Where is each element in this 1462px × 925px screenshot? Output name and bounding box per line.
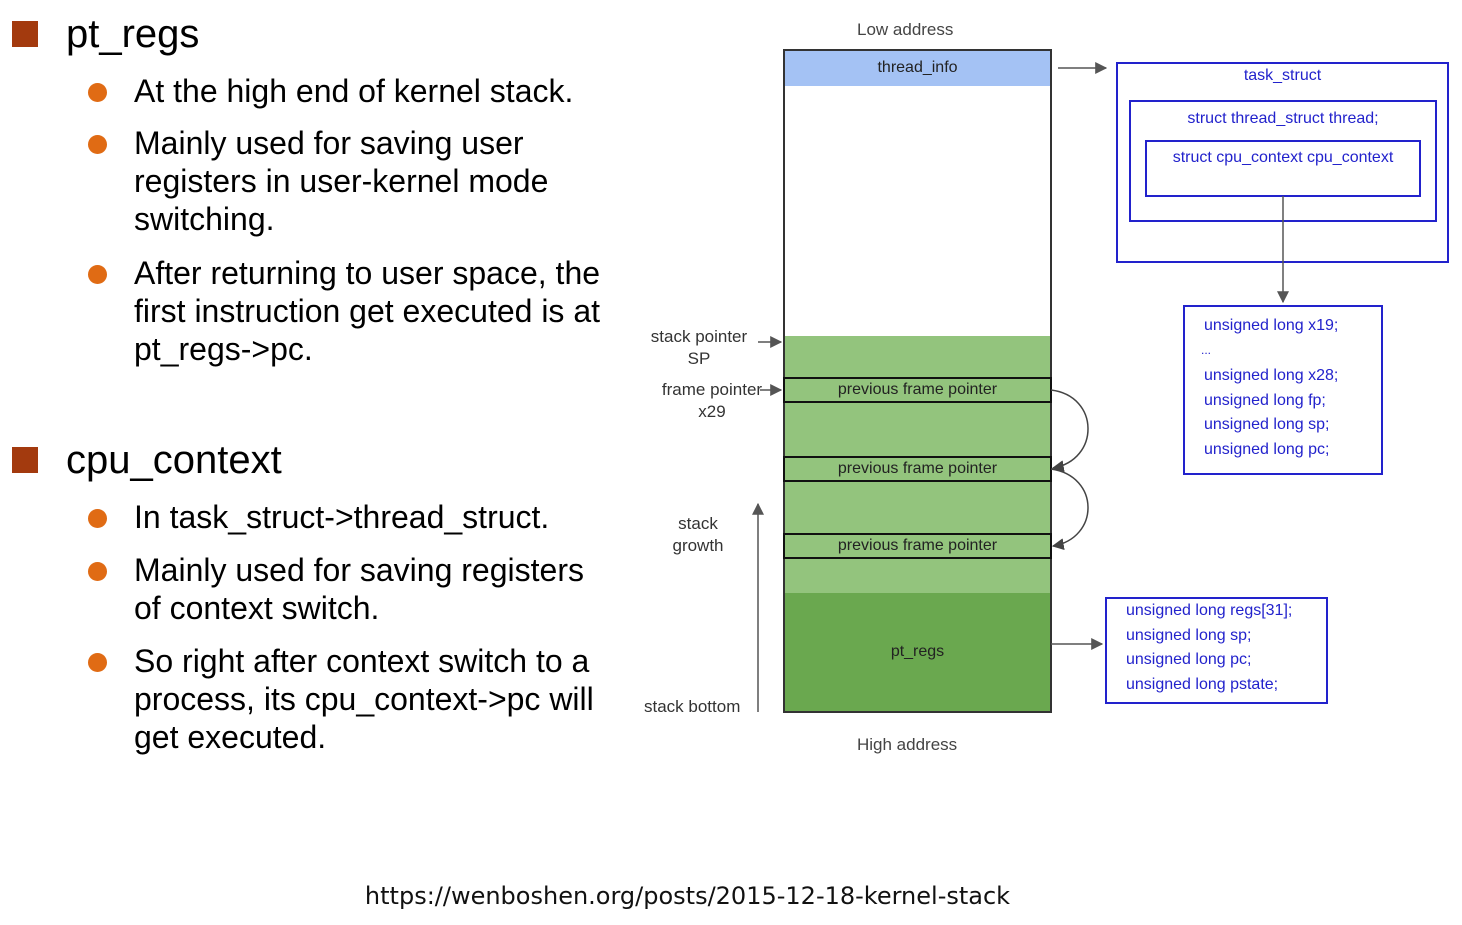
cpu-context-reg: unsigned long x28; bbox=[1204, 367, 1339, 384]
frame-label: previous frame pointer bbox=[837, 381, 998, 398]
pt-regs-fields-box bbox=[1105, 597, 1328, 704]
low-address-label: Low address bbox=[857, 20, 954, 39]
section-square-icon bbox=[12, 21, 38, 47]
frame-label: previous frame pointer bbox=[837, 460, 998, 477]
pt-regs-block bbox=[784, 593, 1051, 712]
source-url: https://wenboshen.org/posts/2015-12-18-k… bbox=[364, 882, 1011, 910]
stack-bottom-label: stack bottom bbox=[644, 697, 741, 716]
thread-info-label: thread_info bbox=[877, 59, 958, 76]
section-title: cpu_context bbox=[66, 438, 282, 482]
bullet-dot-icon bbox=[88, 509, 107, 528]
bullet-text: At the high end of kernel stack. bbox=[134, 73, 574, 109]
bullet-text: Mainly used for saving registers of cont… bbox=[134, 552, 584, 626]
stack-pointer-label: stack pointer SP bbox=[650, 327, 748, 368]
high-address-label: High address bbox=[857, 735, 958, 754]
cpu-context-reg: ... bbox=[1201, 343, 1212, 357]
cpu-context-reg: unsigned long sp; bbox=[1204, 416, 1330, 433]
pt-regs-field: unsigned long sp; bbox=[1126, 627, 1252, 644]
section-title: pt_regs bbox=[66, 12, 200, 56]
bullet-dot-icon bbox=[88, 135, 107, 154]
pt-regs-field: unsigned long regs[31]; bbox=[1126, 602, 1293, 619]
thread-struct-label: struct thread_struct thread; bbox=[1187, 110, 1379, 127]
cpu-context-reg: unsigned long pc; bbox=[1204, 441, 1330, 458]
bullet-dot-icon bbox=[88, 562, 107, 581]
pt-regs-field: unsigned long pstate; bbox=[1126, 676, 1279, 693]
frame-label: previous frame pointer bbox=[837, 537, 998, 554]
pt-regs-label: pt_regs bbox=[890, 643, 945, 660]
bullet-dot-icon bbox=[88, 265, 107, 284]
stack-growth-label: stack growth bbox=[672, 514, 724, 555]
cpu-context-regs-box bbox=[1183, 305, 1383, 475]
bullet-text: After returning to user space, the first… bbox=[134, 255, 601, 367]
cpu-context-reg: unsigned long x19; bbox=[1204, 317, 1339, 334]
frame-pointer-label: frame pointer x29 bbox=[661, 380, 763, 421]
frame-link-arrow bbox=[1050, 389, 1089, 473]
bullet-text: Mainly used for saving user registers in… bbox=[134, 125, 549, 237]
task-struct-label: task_struct bbox=[1243, 67, 1322, 84]
cpu-context-reg: unsigned long fp; bbox=[1204, 392, 1326, 409]
bullet-dot-icon bbox=[88, 653, 107, 672]
section-square-icon bbox=[12, 447, 38, 473]
pt-regs-field: unsigned long pc; bbox=[1126, 651, 1252, 668]
cpu-context-label: struct cpu_context cpu_context bbox=[1172, 149, 1394, 166]
stack-free-area bbox=[784, 86, 1051, 336]
bullet-text: So right after context switch to a proce… bbox=[134, 643, 594, 755]
thread-info-block bbox=[784, 50, 1051, 86]
bullet-text: In task_struct->thread_struct. bbox=[134, 499, 550, 535]
bullet-dot-icon bbox=[88, 83, 107, 102]
frame-box bbox=[783, 533, 1052, 559]
frame-link-arrow bbox=[1050, 468, 1089, 551]
